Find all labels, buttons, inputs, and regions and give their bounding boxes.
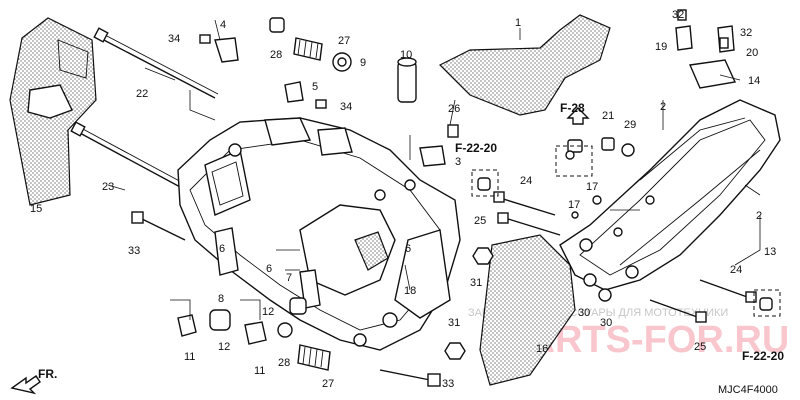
callout-label: 19	[655, 41, 667, 53]
callout-label: 14	[748, 75, 760, 87]
callout-label: 25	[694, 341, 706, 353]
callout-label: 28	[270, 49, 282, 61]
front-arrow: FR.	[10, 367, 57, 395]
callout-label: 9	[360, 57, 366, 69]
callout-label: 1	[515, 17, 521, 29]
leader-lines	[107, 19, 761, 320]
callout-label: 29	[624, 119, 636, 131]
callout-label: 30	[600, 317, 612, 329]
callout-label: 28	[278, 357, 290, 369]
long-bolt-part-23	[70, 121, 186, 189]
callout-label: 33	[442, 378, 454, 390]
callout-label: 8	[218, 293, 224, 305]
sub-frame	[559, 59, 781, 291]
callout-label: 10	[400, 49, 412, 61]
callout-label: 11	[184, 351, 195, 363]
callout-label: 2	[756, 210, 762, 222]
callout-label: 12	[262, 306, 274, 318]
callout-label: 16	[536, 343, 548, 355]
long-bolt-part-22	[93, 27, 219, 99]
callout-label: 6	[266, 263, 272, 275]
reference-label: F-22-20	[455, 141, 497, 155]
callout-label: 3	[455, 156, 461, 168]
callout-label: 22	[136, 88, 148, 100]
main-frame	[177, 117, 461, 351]
callout-label: 6	[219, 243, 225, 255]
callout-label: 6	[405, 243, 411, 255]
callout-label: 21	[602, 110, 614, 122]
callout-label: 18	[404, 285, 416, 297]
callout-label: 13	[764, 246, 776, 258]
callout-label: 30	[578, 307, 590, 319]
arrow-up-icon	[566, 107, 590, 125]
callout-label: 31	[448, 317, 460, 329]
callout-label: 31	[470, 277, 482, 289]
callout-label: 32	[672, 9, 684, 21]
callout-label: 15	[30, 203, 42, 215]
callout-label: 17	[586, 181, 598, 193]
callout-label: 34	[340, 101, 352, 113]
callout-label: 33	[128, 245, 140, 257]
callout-label: 11	[254, 365, 265, 377]
callout-label: 2	[660, 101, 666, 113]
side-pad-part-15	[9, 17, 97, 206]
callout-label: 24	[520, 175, 532, 187]
callout-numbers: 1 2 2 3 4 5 6 6 6 7 8 9 10 11 11 12 12 1…	[30, 9, 776, 390]
callout-label: 27	[338, 35, 350, 47]
callout-label: 34	[168, 33, 180, 45]
reference-label: F-28	[560, 101, 585, 115]
callout-label: 12	[218, 341, 230, 353]
callout-label: 5	[312, 81, 318, 93]
front-label: FR.	[38, 367, 57, 381]
lower-shield-part-16	[479, 234, 576, 386]
callout-label: 32	[740, 27, 752, 39]
callout-label: 20	[746, 47, 758, 59]
callout-label: 4	[220, 19, 226, 31]
callout-label: 26	[448, 103, 460, 115]
front-arrow-icon	[10, 375, 41, 395]
small-parts	[131, 9, 773, 387]
diagram-code: MJC4F4000	[718, 384, 778, 396]
reference-boxes	[471, 107, 781, 317]
callout-label: 25	[474, 215, 486, 227]
callout-label: 27	[322, 378, 334, 390]
callout-label: 24	[730, 264, 742, 276]
callout-label: 7	[286, 272, 292, 284]
callout-label: 23	[102, 181, 114, 193]
callout-label: 17	[568, 199, 580, 211]
seat-pad-part-1	[438, 14, 611, 116]
reference-label: F-22-20	[742, 349, 784, 363]
